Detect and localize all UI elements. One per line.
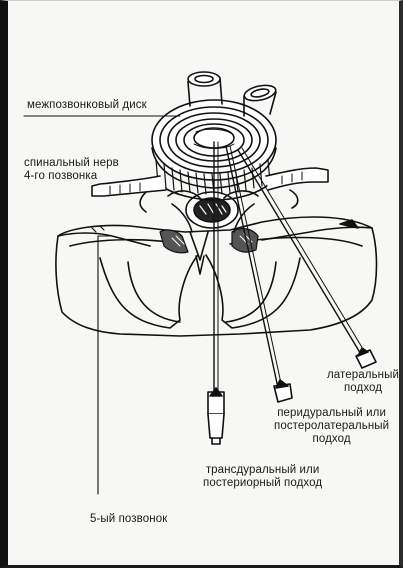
label-lateral: латеральный подход xyxy=(327,369,399,395)
label-peridural-line1: перидуральный или xyxy=(274,407,389,420)
label-peridural-line3: подход xyxy=(274,433,389,446)
label-spinal-nerve: спинальный нерв 4-го позвонка xyxy=(24,157,119,183)
label-spinal-nerve-line2: 4-го позвонка xyxy=(24,170,119,183)
label-transdural: трансдуральный или постериорный подход xyxy=(203,464,322,490)
label-transdural-line2: постериорный подход xyxy=(203,477,322,490)
label-transdural-line1: трансдуральный или xyxy=(203,464,322,477)
label-vertebra: 5-ый позвонок xyxy=(90,513,167,526)
label-peridural: перидуральный или постеролатеральный под… xyxy=(274,407,389,446)
label-peridural-line2: постеролатеральный xyxy=(274,420,389,433)
label-disc: межпозвонковый диск xyxy=(27,99,147,112)
label-lateral-line1: латеральный xyxy=(327,369,399,382)
label-spinal-nerve-line1: спинальный нерв xyxy=(24,157,119,170)
label-vertebra-text: 5-ый позвонок xyxy=(90,513,167,526)
label-disc-text: межпозвонковый диск xyxy=(27,99,147,112)
label-lateral-line2: подход xyxy=(327,382,399,395)
